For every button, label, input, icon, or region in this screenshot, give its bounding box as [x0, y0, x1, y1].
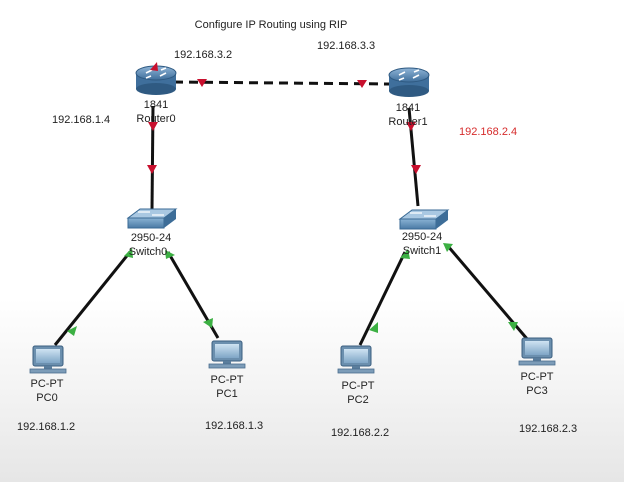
ip-label-router1-lan: 192.168.2.4	[459, 126, 518, 138]
pc-icon	[518, 337, 556, 366]
port-down-indicator	[357, 80, 367, 88]
pc1-ip-label: 192.168.1.3	[205, 420, 264, 432]
pc2-model-label: PC-PT	[341, 380, 375, 392]
pc0-model-label: PC-PT	[30, 378, 64, 390]
router-icon	[135, 62, 177, 95]
port-up-indicator	[67, 326, 77, 336]
ip-label-router0-lan: 192.168.1.4	[52, 114, 111, 126]
switch0-name-label[interactable]: Switch0	[128, 246, 168, 258]
router0[interactable]	[135, 62, 177, 95]
router-icon	[388, 67, 430, 97]
router1-model-label: 1841	[395, 102, 421, 114]
pc2[interactable]	[337, 345, 375, 374]
pc1[interactable]	[208, 340, 246, 369]
port-up-indicator	[165, 250, 175, 259]
pc1-name-label[interactable]: PC1	[216, 388, 238, 400]
pc3[interactable]	[518, 337, 556, 366]
switch-icon	[398, 209, 450, 230]
switch1-name-label[interactable]: Switch1	[402, 245, 442, 257]
port-up-indicator	[203, 318, 213, 328]
ip-label-router0-serial: 192.168.3.2	[174, 49, 233, 61]
pc2-name-label[interactable]: PC2	[347, 394, 369, 406]
port-down-indicator	[148, 122, 158, 131]
pc0-ip-label: 192.168.1.2	[17, 421, 76, 433]
pc2-ip-label: 192.168.2.2	[331, 427, 390, 439]
port-up-indicator	[443, 243, 453, 252]
switch-icon	[126, 208, 178, 229]
port-down-indicator	[147, 165, 157, 174]
pc3-ip-label: 192.168.2.3	[519, 423, 578, 435]
pc0[interactable]	[29, 345, 67, 374]
port-down-indicator	[406, 122, 416, 131]
switch1-model-label: 2950-24	[401, 231, 443, 243]
router1-name-label[interactable]: Router1	[388, 116, 428, 128]
pc0-name-label[interactable]: PC0	[36, 392, 58, 404]
link-switch0-pc0[interactable]	[53, 251, 132, 346]
router1[interactable]	[388, 67, 430, 97]
pc-icon	[29, 345, 67, 374]
port-up-indicator	[369, 322, 378, 333]
pc3-name-label[interactable]: PC3	[526, 385, 548, 397]
ip-label-router1-serial: 192.168.3.3	[317, 40, 376, 52]
port-up-indicator	[400, 249, 410, 259]
switch0[interactable]	[126, 208, 178, 229]
port-down-indicator	[411, 165, 421, 174]
port-down-indicator	[197, 79, 207, 87]
diagram-title: Configure IP Routing using RIP	[194, 19, 348, 31]
port-up-indicator	[508, 322, 518, 331]
link-switch1-pc2[interactable]	[358, 251, 407, 346]
pc1-model-label: PC-PT	[210, 374, 244, 386]
router0-model-label: 1841	[143, 99, 169, 111]
switch1[interactable]	[398, 209, 450, 230]
switch0-model-label: 2950-24	[130, 232, 172, 244]
pc-icon	[208, 340, 246, 369]
pc-icon	[337, 345, 375, 374]
port-up-indicator	[124, 248, 133, 258]
router0-name-label[interactable]: Router0	[136, 113, 176, 125]
serial-link-router0-router1[interactable]	[173, 80, 391, 86]
pc3-model-label: PC-PT	[520, 371, 554, 383]
